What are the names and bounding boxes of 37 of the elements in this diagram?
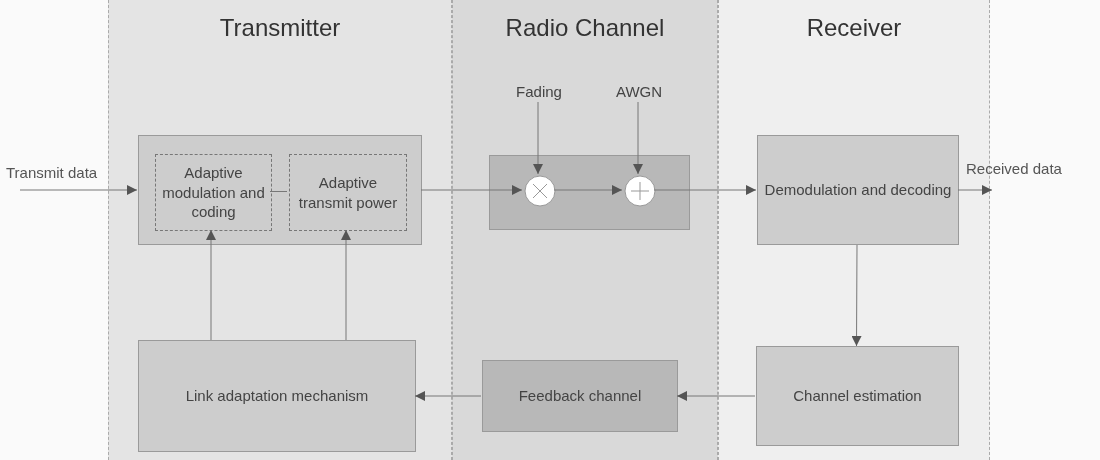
arrow — [414, 391, 482, 401]
arrow — [633, 101, 643, 175]
process-box — [155, 154, 272, 231]
arrow — [553, 185, 623, 195]
radio-channel-band — [452, 0, 718, 460]
box-label: Channel estimation — [792, 386, 923, 406]
label-text: AWGN — [614, 82, 664, 102]
process-box — [756, 346, 959, 446]
arrow — [420, 185, 523, 195]
process-box — [757, 135, 959, 245]
multiplier-circle — [524, 175, 556, 207]
arrow — [851, 244, 862, 347]
label-text: Fading — [515, 82, 563, 102]
process-box — [138, 340, 416, 452]
adder-circle — [624, 175, 656, 207]
band-heading: Receiver — [805, 14, 903, 42]
arrow — [341, 229, 351, 341]
edge-label: Transmit data — [6, 164, 98, 181]
box-label: Adaptive modulation and coding — [161, 163, 266, 222]
transmitter-block — [138, 135, 422, 245]
band-heading: Transmitter — [218, 14, 342, 42]
process-box — [482, 360, 678, 432]
edge-label: Received data — [966, 160, 1062, 177]
box-label: Feedback channel — [517, 386, 643, 406]
arrow — [957, 185, 993, 195]
band-heading: Radio Channel — [504, 14, 666, 42]
arrow — [533, 101, 543, 175]
channel-block — [489, 155, 690, 230]
arrow — [676, 391, 756, 401]
arrow — [653, 185, 757, 195]
transmitter-band — [108, 0, 452, 460]
arrow — [206, 229, 216, 341]
arrow — [19, 185, 138, 195]
process-box — [289, 154, 407, 231]
box-label: Adaptive transmit power — [297, 173, 399, 212]
box-label: Demodulation and decoding — [763, 180, 953, 200]
box-label: Link adaptation mechanism — [184, 386, 370, 406]
